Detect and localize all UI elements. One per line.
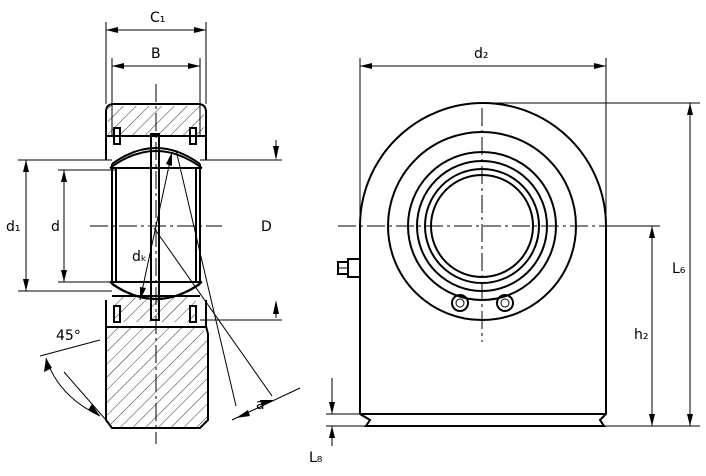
lube-hole-left bbox=[451, 294, 469, 312]
front-view: d₂ L₆ h₂ L₈ bbox=[309, 46, 700, 466]
dim-h2: h₂ bbox=[606, 225, 660, 426]
label-a: a bbox=[256, 397, 265, 413]
label-l8: L₈ bbox=[309, 450, 323, 466]
label-big-d: D bbox=[261, 219, 272, 235]
dim-l8: L₈ bbox=[309, 378, 366, 466]
lube-hole-right bbox=[496, 294, 514, 312]
dim-a: a bbox=[231, 387, 301, 421]
dim-d2: d₂ bbox=[359, 46, 607, 226]
label-d: d bbox=[51, 219, 60, 235]
label-d2: d₂ bbox=[474, 46, 489, 62]
dim-c1: C₁ bbox=[105, 10, 207, 104]
housing-hatch bbox=[106, 106, 208, 428]
label-dk: dₖ bbox=[132, 249, 147, 265]
housing-front-outline bbox=[359, 102, 607, 427]
dim-d1: d₁ bbox=[6, 159, 112, 292]
label-b: B bbox=[151, 46, 161, 62]
label-d1: d₁ bbox=[6, 219, 21, 235]
dim-b: B bbox=[111, 46, 201, 136]
dim-angle: 45° bbox=[39, 328, 107, 421]
dim-d: d bbox=[51, 169, 116, 283]
label-c1: C₁ bbox=[150, 10, 165, 26]
section-view: C₁ B d₁ d bbox=[6, 10, 301, 444]
dim-dk: dₖ bbox=[132, 151, 173, 301]
label-h2: h₂ bbox=[634, 327, 649, 343]
label-l6: L₆ bbox=[672, 261, 686, 277]
dim-big-d: D bbox=[200, 140, 282, 321]
grease-nipple bbox=[337, 258, 361, 278]
label-angle: 45° bbox=[56, 328, 81, 344]
